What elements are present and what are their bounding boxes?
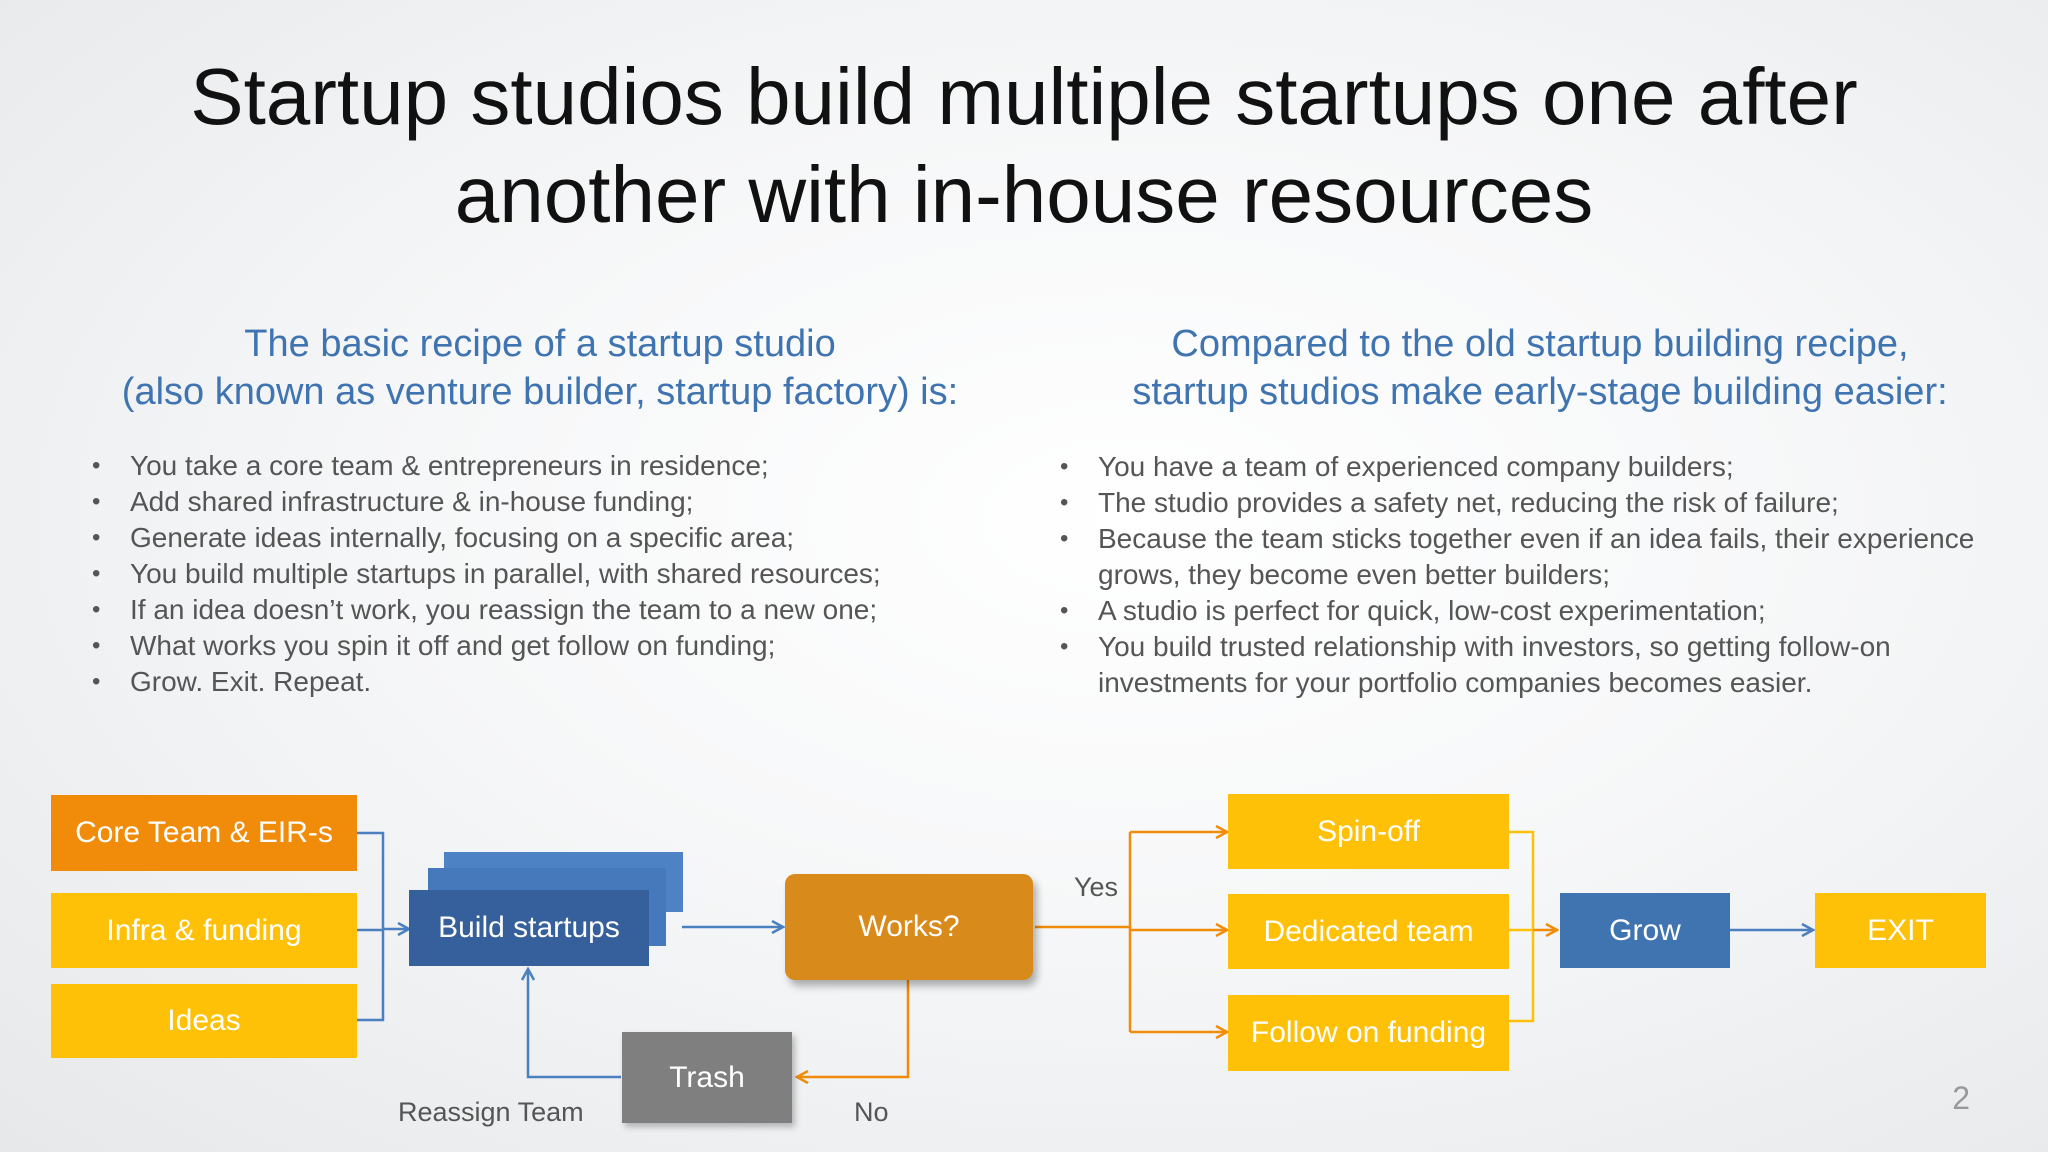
trash-box: Trash <box>622 1032 792 1123</box>
core-team-box: Core Team & EIR-s <box>51 795 357 871</box>
list-item: Because the team sticks together even if… <box>1060 521 1980 593</box>
list-item: Grow. Exit. Repeat. <box>92 664 1012 700</box>
dedicated-team-box: Dedicated team <box>1228 894 1509 969</box>
ideas-box: Ideas <box>51 984 357 1058</box>
title-line-2: another with in-house resources <box>454 150 1594 239</box>
slide-title: Startup studios build multiple startups … <box>0 48 2048 244</box>
spin-off-box: Spin-off <box>1228 794 1509 869</box>
right-heading-line-2: startup studios make early-stage buildin… <box>1132 371 1948 413</box>
works-decision-box: Works? <box>785 874 1033 980</box>
list-item: If an idea doesn’t work, you reassign th… <box>92 592 1012 628</box>
list-item: Add shared infrastructure & in-house fun… <box>92 484 1012 520</box>
no-label: No <box>854 1097 889 1127</box>
yes-fan-out <box>1035 832 1226 1032</box>
list-item: You take a core team & entrepreneurs in … <box>92 448 1012 484</box>
left-heading-line-1: The basic recipe of a startup studio <box>244 323 836 365</box>
title-line-1: Startup studios build multiple startups … <box>190 52 1858 141</box>
left-bullet-list: You take a core team & entrepreneurs in … <box>92 448 1012 700</box>
page-number: 2 <box>1952 1080 1970 1116</box>
arrow-trash-to-build <box>528 970 621 1079</box>
left-column-heading: The basic recipe of a startup studio (al… <box>60 320 1020 416</box>
right-bullet-list: You have a team of experienced company b… <box>1060 449 1980 701</box>
infra-funding-box: Infra & funding <box>51 893 357 968</box>
list-item: The studio provides a safety net, reduci… <box>1060 485 1980 521</box>
yes-label: Yes <box>1074 872 1119 902</box>
list-item: A studio is perfect for quick, low-cost … <box>1060 593 1980 629</box>
right-column-heading: Compared to the old startup building rec… <box>1060 320 2020 416</box>
list-item: You build trusted relationship with inve… <box>1060 629 1980 701</box>
build-startups-box: Build startups <box>409 890 649 966</box>
list-item: You have a team of experienced company b… <box>1060 449 1980 485</box>
list-item: You build multiple startups in parallel,… <box>92 556 1012 592</box>
reassign-team-label: Reassign Team <box>398 1097 584 1127</box>
left-heading-line-2: (also known as venture builder, startup … <box>121 371 959 413</box>
follow-on-funding-box: Follow on funding <box>1228 995 1509 1071</box>
list-item: Generate ideas internally, focusing on a… <box>92 520 1012 556</box>
output-bracket <box>1509 830 1535 1023</box>
right-heading-line-1: Compared to the old startup building rec… <box>1171 323 1909 365</box>
grow-box: Grow <box>1560 893 1730 968</box>
input-bracket <box>357 831 408 1022</box>
exit-box: EXIT <box>1815 893 1986 968</box>
arrow-works-to-trash <box>798 980 910 1077</box>
list-item: What works you spin it off and get follo… <box>92 628 1012 664</box>
